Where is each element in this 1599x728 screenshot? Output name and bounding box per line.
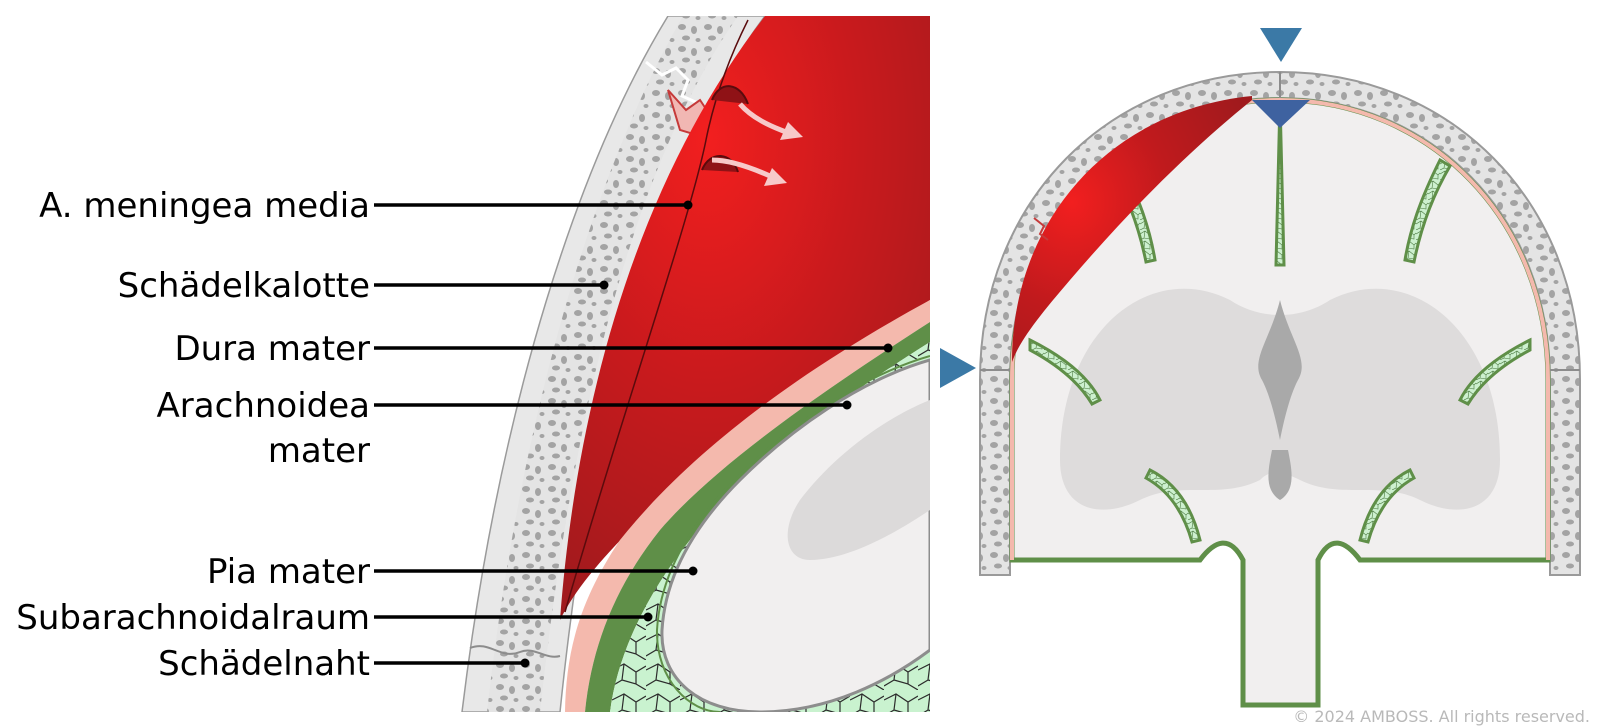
label-arachnoidea-line2: mater [268, 431, 370, 471]
label-a-meningea-media: A. meningea media [39, 186, 370, 226]
sagittal-sinus [1252, 100, 1310, 128]
epidural-hematoma [560, 16, 930, 620]
label-arachnoidea-line1: Arachnoidea [157, 386, 370, 426]
third-ventricle [1268, 450, 1292, 500]
dura-layer [565, 300, 930, 712]
blood-flow-arrow-icon [711, 157, 772, 179]
epidural-hematoma-coronal [1012, 96, 1252, 362]
copyright-text: © 2024 AMBOSS. All rights reserved. [1293, 707, 1590, 726]
arrow-down-marker-icon [1260, 28, 1302, 62]
label-dura-mater: Dura mater [174, 329, 370, 369]
label-schaedelnaht: Schädelnaht [158, 644, 370, 684]
arachnoid-layer [585, 322, 930, 712]
coronal-section [979, 70, 1581, 708]
leader-lines [374, 203, 888, 665]
arrow-right-marker-icon [940, 348, 976, 388]
skull-diploe [487, 16, 738, 712]
magnified-section [461, 16, 930, 712]
label-subarachnoidalraum: Subarachnoidalraum [16, 598, 370, 638]
suture-line [469, 645, 561, 658]
blood-flow-arrow-icon [738, 102, 787, 135]
pia-mater-layer [655, 355, 930, 712]
label-pia-mater: Pia mater [207, 552, 370, 592]
labels: A. meningea media Schädelkalotte Dura ma… [16, 186, 370, 684]
label-schaedelkalotte: Schädelkalotte [118, 266, 370, 306]
lateral-ventricles [1258, 300, 1302, 440]
meningeal-artery [564, 19, 749, 613]
leader-dots [520, 200, 893, 668]
fracture-line [645, 60, 701, 106]
